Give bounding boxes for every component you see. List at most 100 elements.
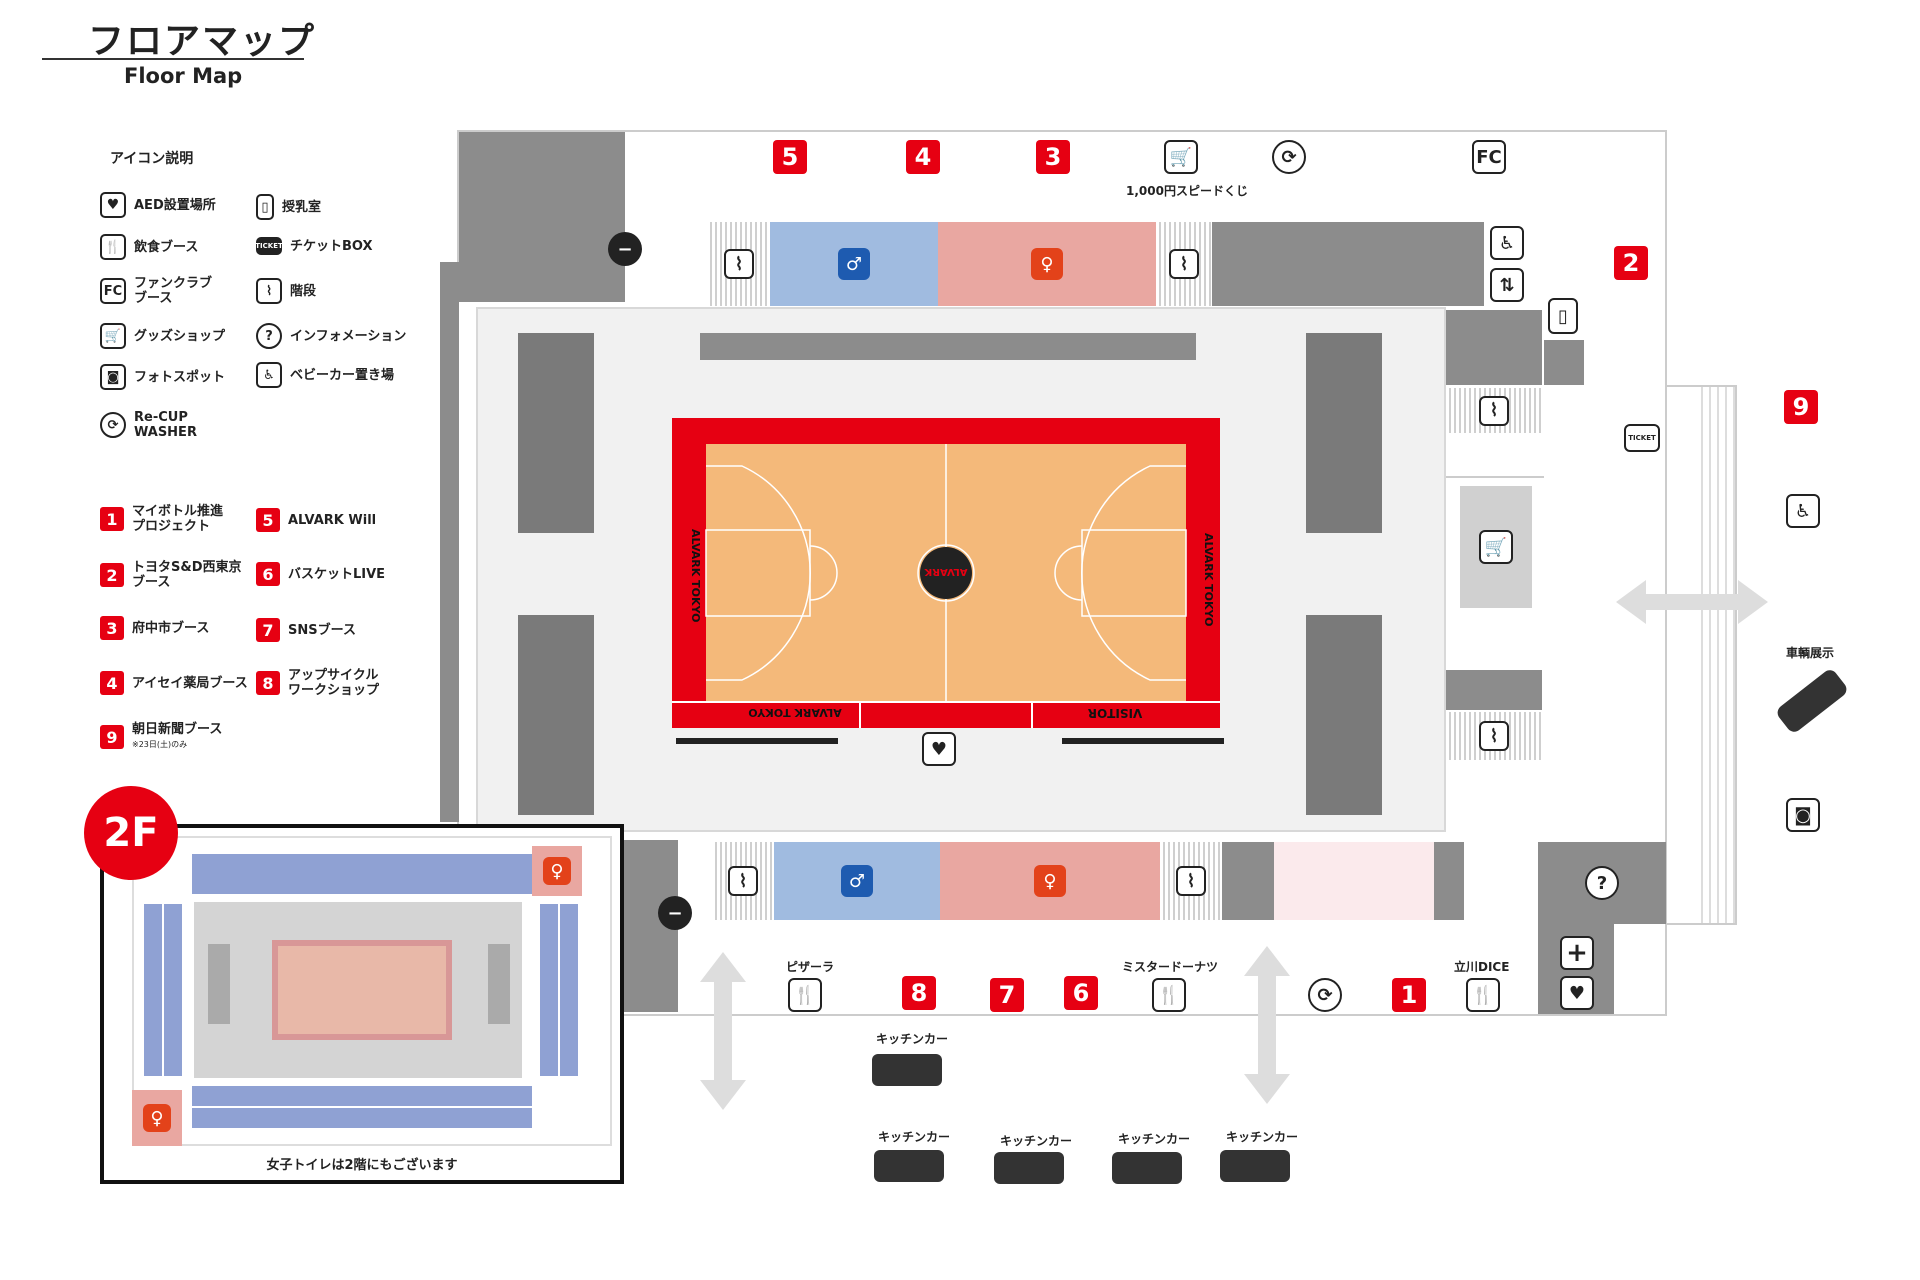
elevator-icon[interactable]: ⇅ xyxy=(1490,268,1524,302)
page-title: フロアマップ xyxy=(88,21,317,62)
floor-badge-2f: 2F xyxy=(84,786,178,880)
pink-room xyxy=(1274,842,1434,920)
mens-restroom-south[interactable]: ♂ xyxy=(774,842,940,920)
inset-seats-w2 xyxy=(164,904,182,1076)
aed-icon[interactable]: ♥ xyxy=(1560,976,1594,1010)
seat-block-w2 xyxy=(518,615,594,815)
recup-icon[interactable]: ⟳ xyxy=(1272,140,1306,174)
stairs-nw[interactable]: ⌇ xyxy=(707,222,771,306)
inset-womens-restroom-sw[interactable]: ♀ xyxy=(132,1090,182,1146)
food-icon[interactable]: 🍴 xyxy=(1466,978,1500,1012)
recup-icon[interactable]: ⟳ xyxy=(1308,978,1342,1012)
wall-block-s1 xyxy=(1222,842,1274,920)
booth-7[interactable]: 7 xyxy=(990,978,1024,1012)
vehicle-display-label: 車輌展示 xyxy=(1786,646,1835,660)
male-restroom-icon: ♂ xyxy=(841,865,873,897)
female-restroom-icon: ♀ xyxy=(1031,248,1063,280)
fanclub-icon: FC xyxy=(100,278,126,304)
booth-6[interactable]: 6 xyxy=(1064,976,1098,1010)
basketball-court xyxy=(672,418,1220,728)
stairs-se[interactable]: ⌇ xyxy=(1160,842,1222,920)
first-aid-icon[interactable]: + xyxy=(1560,936,1594,970)
inset-seats-s2 xyxy=(192,1108,532,1128)
booth-8[interactable]: 8 xyxy=(902,976,936,1010)
stairs-sw[interactable]: ⌇ xyxy=(712,842,774,920)
ticket-icon[interactable]: TICKET xyxy=(1624,424,1660,452)
wall-block-s2 xyxy=(1434,842,1464,920)
cart-icon[interactable]: 🛒 xyxy=(1164,140,1198,174)
bench-line-left xyxy=(676,738,838,744)
booth-5[interactable]: 5 xyxy=(773,140,807,174)
kitchen-car-label-5: キッチンカー xyxy=(1226,1130,1299,1144)
food-icon[interactable]: 🍴 xyxy=(788,978,822,1012)
booth-legend-9: 9 朝日新聞ブース※23日(土)のみ xyxy=(100,722,222,752)
inset-court xyxy=(272,940,452,1040)
wall-block-north xyxy=(1212,222,1484,306)
camera-icon[interactable]: ◙ xyxy=(1786,798,1820,832)
stairs-icon: ⌇ xyxy=(1169,249,1199,279)
legend-item-aed: ♥AED設置場所 xyxy=(100,192,216,218)
aed-icon: ♥ xyxy=(100,192,126,218)
stroller-icon[interactable]: ♿ xyxy=(1786,494,1820,528)
page-subtitle: Floor Map xyxy=(124,64,243,88)
food-icon: 🍴 xyxy=(100,234,126,260)
inset-block-e xyxy=(488,944,510,1024)
kitchen-car-label-1: キッチンカー xyxy=(876,1032,949,1046)
divider-east xyxy=(1446,476,1544,478)
stairs-east-upper[interactable]: ⌇ xyxy=(1446,388,1542,433)
inset-note: 女子トイレは2階にもございます xyxy=(266,1158,458,1173)
stairs-icon: ⌇ xyxy=(1176,866,1206,896)
booth-9[interactable]: 9 xyxy=(1784,390,1818,424)
fanclub-icon[interactable]: FC xyxy=(1472,140,1506,174)
wall-block-east-3 xyxy=(1446,670,1542,710)
stairs-icon: ⌇ xyxy=(1479,721,1509,751)
mens-restroom-north[interactable]: ♂ xyxy=(770,222,938,306)
nursing-room-icon[interactable]: ▯ xyxy=(1548,298,1578,334)
bench-line-right xyxy=(1062,738,1224,744)
wall-west xyxy=(440,262,459,822)
legend-item-recup: ⟳Re-CUP WASHER xyxy=(100,410,197,440)
kitchen-car-label-2: キッチンカー xyxy=(878,1130,951,1144)
legend-item-goods: 🛒グッズショップ xyxy=(100,323,225,349)
food-icon[interactable]: 🍴 xyxy=(1152,978,1186,1012)
booth-1[interactable]: 1 xyxy=(1392,978,1426,1012)
goods-shop-area[interactable]: 🛒 xyxy=(1460,486,1532,608)
seat-block-e1 xyxy=(1306,333,1382,533)
legend-item-photo: ◙フォトスポット xyxy=(100,364,225,390)
inset-seats-n2 xyxy=(192,874,532,894)
misterdonut-label: ミスタードーナツ xyxy=(1122,960,1219,974)
female-restroom-icon: ♀ xyxy=(1034,865,1066,897)
female-restroom-icon: ♀ xyxy=(143,1104,171,1132)
stairs-icon: ⌇ xyxy=(728,866,758,896)
inset-block-w xyxy=(208,944,230,1024)
wheelchair-icon[interactable]: ♿ xyxy=(1490,226,1524,260)
info-icon: ? xyxy=(256,323,282,349)
kitchen-car-5 xyxy=(1220,1150,1290,1182)
stairs-ne[interactable]: ⌇ xyxy=(1156,222,1212,306)
womens-restroom-south[interactable]: ♀ xyxy=(940,842,1160,920)
booth-4[interactable]: 4 xyxy=(906,140,940,174)
stairs-icon: ⌇ xyxy=(1479,395,1509,426)
womens-restroom-north[interactable]: ♀ xyxy=(938,222,1156,306)
kitchen-car-3 xyxy=(994,1152,1064,1184)
kitchen-car-label-4: キッチンカー xyxy=(1118,1132,1191,1146)
info-area[interactable]: ? xyxy=(1538,842,1666,924)
ticket-icon: TICKET xyxy=(255,237,283,255)
kitchen-car-1 xyxy=(872,1054,942,1086)
wall-block-east-1 xyxy=(1446,310,1542,385)
booth-3[interactable]: 3 xyxy=(1036,140,1070,174)
tachikawa-dice-label: 立川DICE xyxy=(1454,960,1510,974)
booth-2[interactable]: 2 xyxy=(1614,246,1648,280)
inset-womens-restroom-ne[interactable]: ♀ xyxy=(532,846,582,896)
stairs-east-lower[interactable]: ⌇ xyxy=(1446,712,1542,760)
info-icon: ? xyxy=(1585,866,1619,900)
stairs-icon: ⌇ xyxy=(724,249,754,279)
inset-outline xyxy=(132,836,612,1146)
aed-icon[interactable]: ♥ xyxy=(922,732,956,766)
inset-seats-s1 xyxy=(192,1086,532,1106)
